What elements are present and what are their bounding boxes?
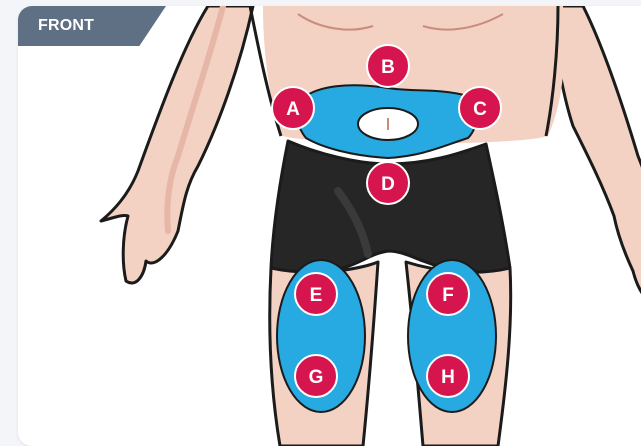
body-diagram: A B C D E F G H	[18, 6, 641, 446]
site-marker-d[interactable]: D	[367, 162, 409, 204]
site-marker-c[interactable]: C	[459, 87, 501, 129]
site-marker-h[interactable]: H	[427, 355, 469, 397]
left-arm	[101, 6, 253, 283]
site-label-e: E	[310, 285, 323, 306]
site-label-g: G	[309, 367, 324, 388]
site-marker-f[interactable]: F	[427, 273, 469, 315]
site-marker-b[interactable]: B	[367, 45, 409, 87]
site-marker-a[interactable]: A	[272, 87, 314, 129]
view-tab-label: FRONT	[38, 17, 94, 35]
site-label-c: C	[473, 99, 487, 120]
site-label-f: F	[442, 285, 454, 306]
site-marker-g[interactable]: G	[295, 355, 337, 397]
site-marker-e[interactable]: E	[295, 273, 337, 315]
body-map-card: A B C D E F G H FRONT	[18, 6, 641, 446]
site-label-d: D	[381, 174, 395, 195]
shorts	[271, 141, 510, 273]
site-label-a: A	[286, 99, 300, 120]
site-label-b: B	[381, 57, 395, 78]
site-label-h: H	[441, 367, 455, 388]
